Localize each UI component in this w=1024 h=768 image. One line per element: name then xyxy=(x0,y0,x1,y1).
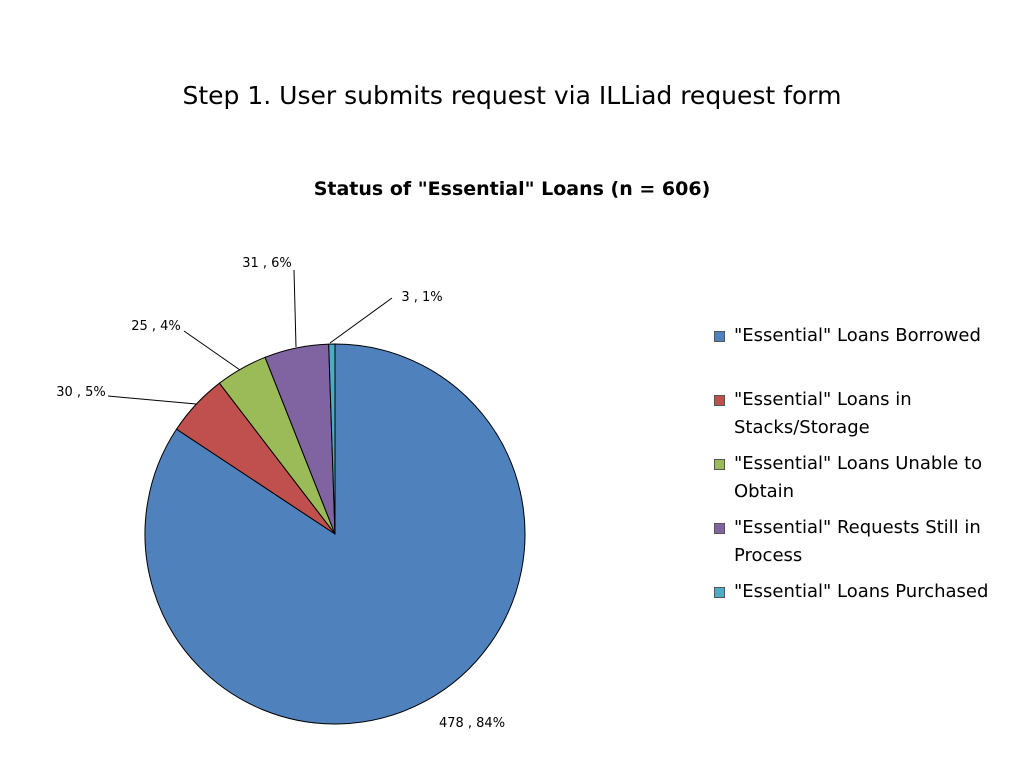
legend-item-still-in-process: "Essential" Requests Still in Process xyxy=(714,514,1004,570)
legend-label: "Essential" Loans Borrowed xyxy=(734,325,981,346)
legend-label: "Essential" Loans Purchased xyxy=(734,581,989,602)
data-label-2: 25 , 4% xyxy=(131,319,181,334)
legend-swatch xyxy=(714,587,725,598)
legend-item-purchased: "Essential" Loans Purchased xyxy=(714,578,1004,606)
leader-line-1 xyxy=(107,395,197,405)
data-labels: 478 , 84% 30 , 5% 25 , 4% 31 , 6% 3 , 1% xyxy=(56,256,505,731)
data-label-3: 31 , 6% xyxy=(242,256,292,271)
legend-item-stacks-storage: "Essential" Loans in Stacks/Storage xyxy=(714,386,1004,442)
leader-line-4 xyxy=(329,297,393,344)
legend-label: "Essential" Requests Still in Process xyxy=(734,517,981,566)
legend-label: "Essential" Loans in Stacks/Storage xyxy=(734,389,912,438)
legend: "Essential" Loans Borrowed "Essential" L… xyxy=(714,322,1004,614)
data-label-1: 30 , 5% xyxy=(56,385,106,400)
legend-label: "Essential" Loans Unable to Obtain xyxy=(734,453,983,502)
pie-slice-4 xyxy=(328,343,336,535)
legend-swatch xyxy=(714,523,725,534)
data-label-0: 478 , 84% xyxy=(439,716,505,731)
leader-line-3 xyxy=(293,269,297,348)
legend-swatch xyxy=(714,459,725,470)
pie-slices xyxy=(144,343,526,725)
slide-title: Step 1. User submits request via ILLiad … xyxy=(182,81,842,110)
legend-swatch xyxy=(714,395,725,406)
legend-item-borrowed: "Essential" Loans Borrowed xyxy=(714,322,1004,350)
data-label-4: 3 , 1% xyxy=(401,290,442,305)
leader-line-2 xyxy=(183,330,241,371)
chart-title: Status of "Essential" Loans (n = 606) xyxy=(313,178,711,200)
legend-swatch xyxy=(714,331,725,342)
leader-lines xyxy=(107,269,393,405)
legend-item-unable-to-obtain: "Essential" Loans Unable to Obtain xyxy=(714,450,1004,506)
